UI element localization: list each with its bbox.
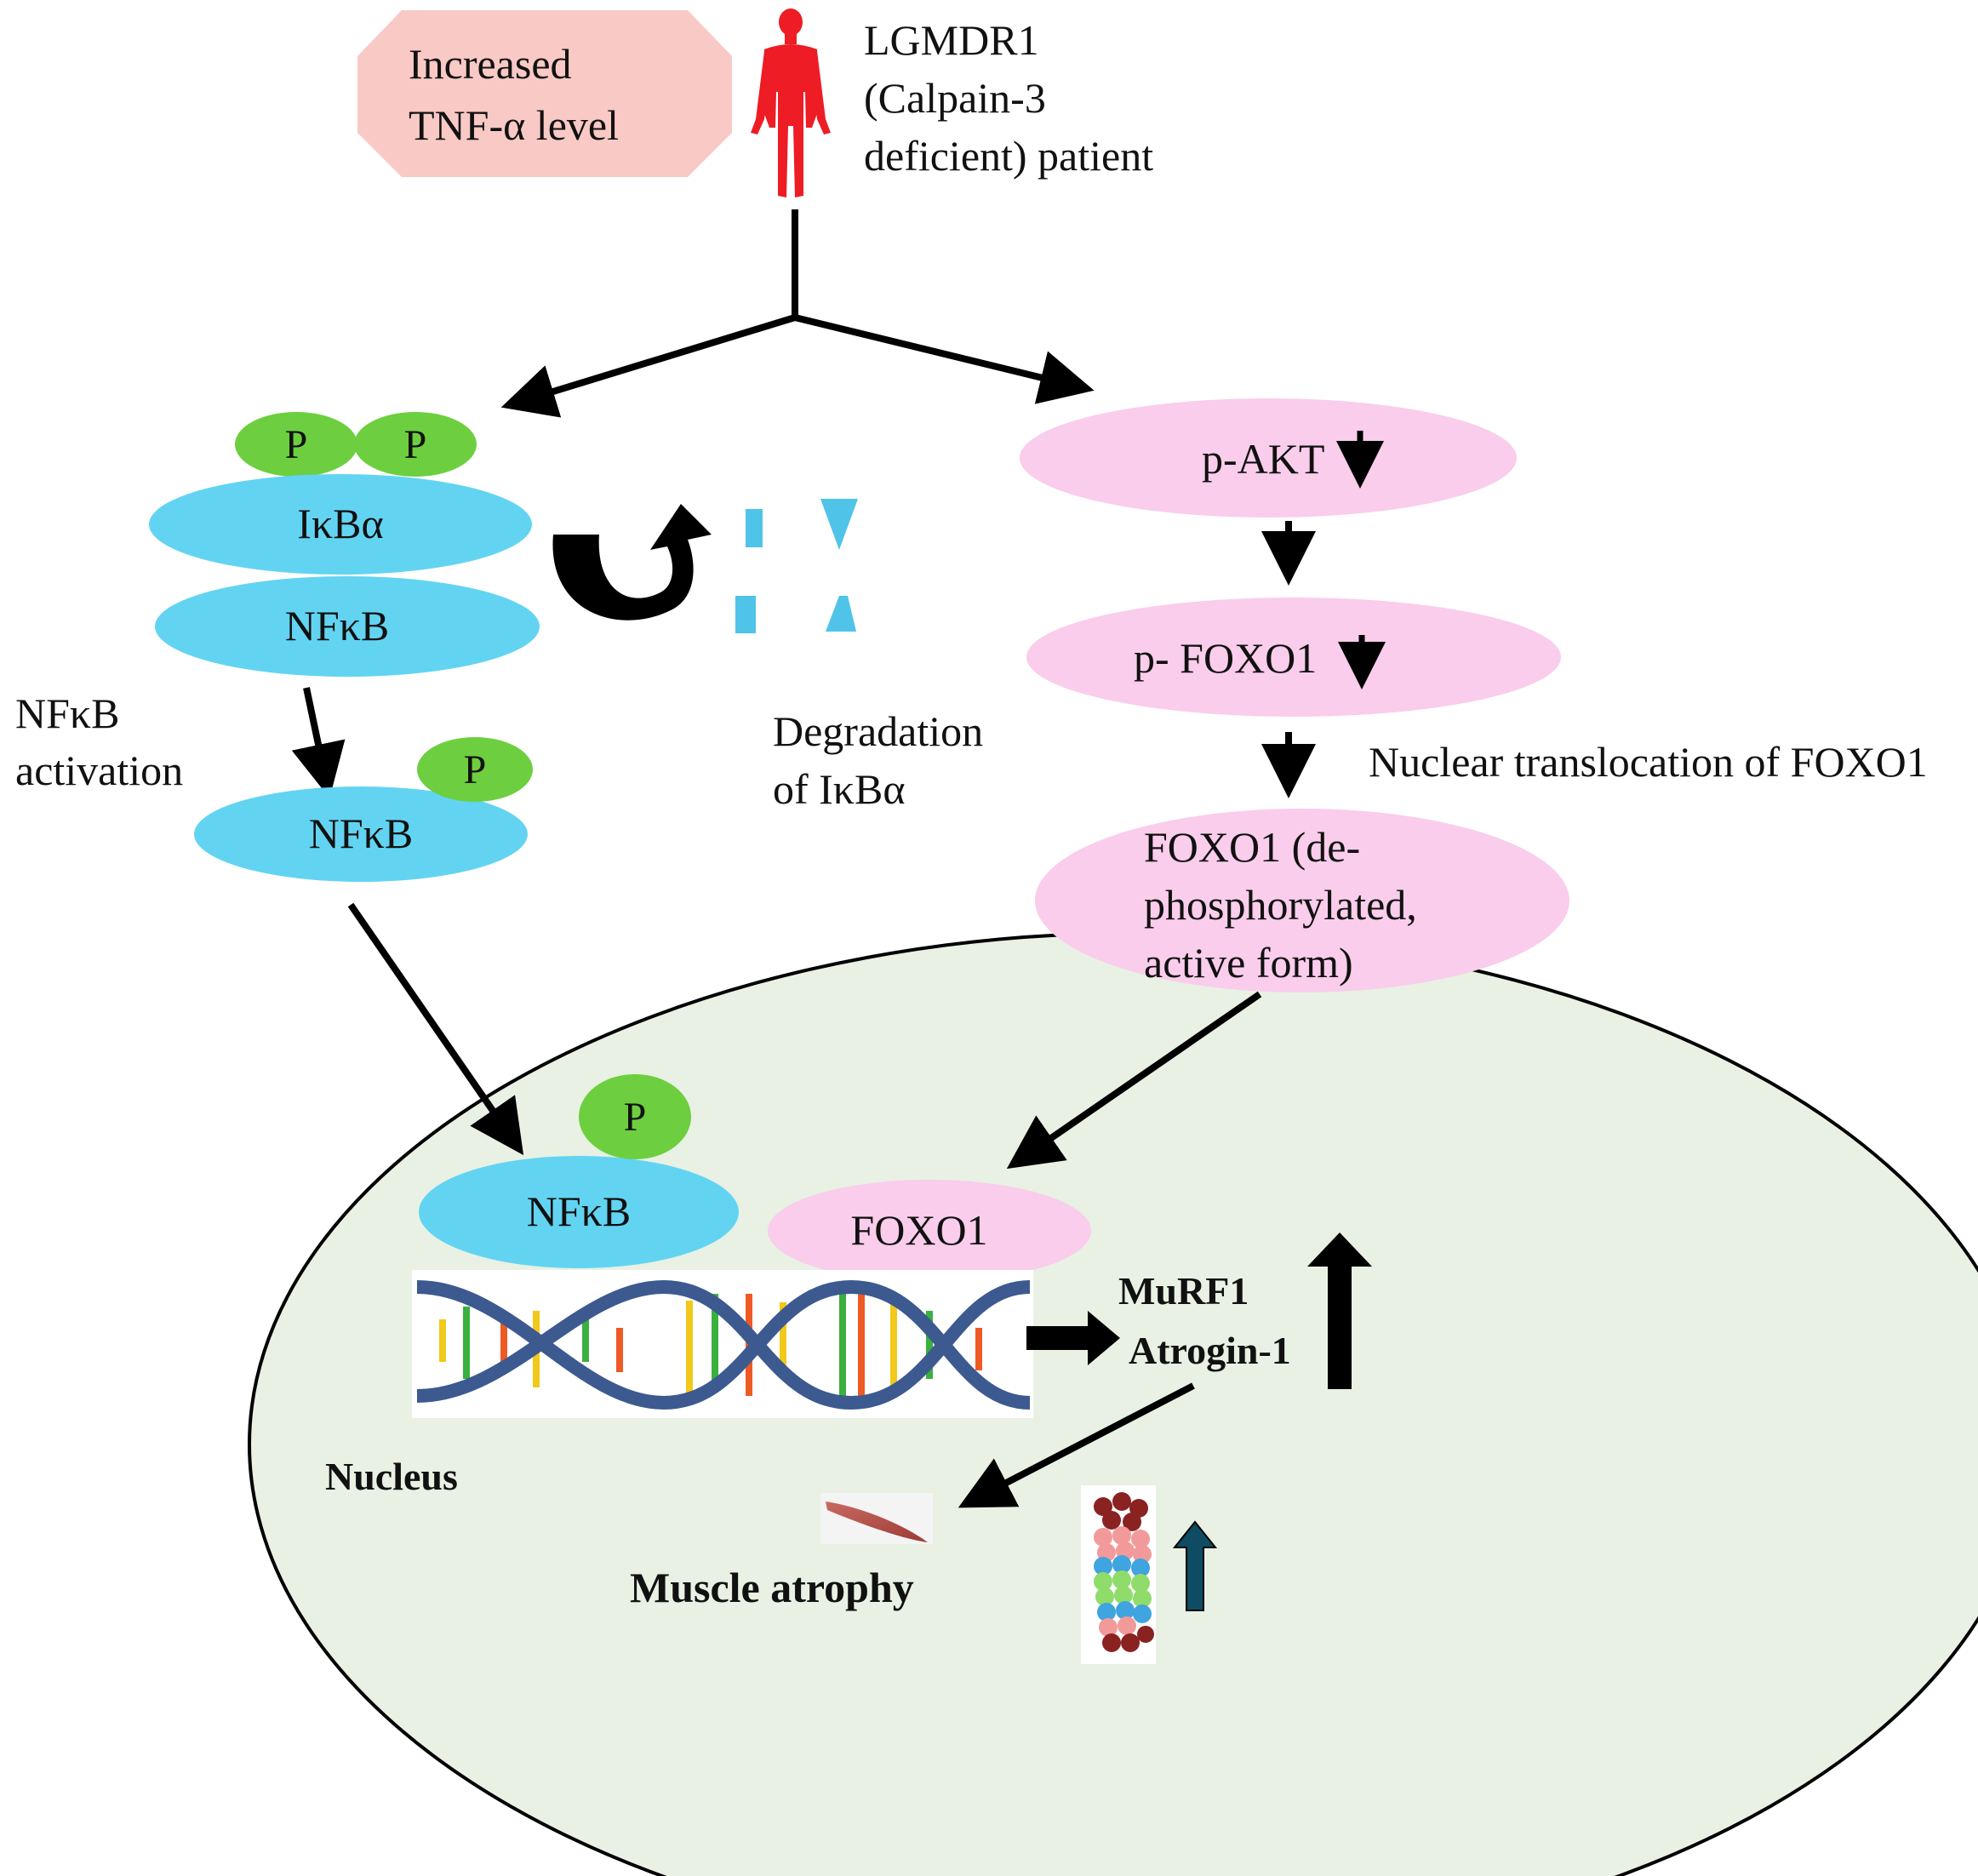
phospho-circle xyxy=(354,412,477,477)
pakt-label: p-AKT xyxy=(1202,435,1324,483)
nfkb-label: NFκB xyxy=(309,809,413,857)
nucleus-phospho-label: P xyxy=(624,1095,647,1140)
ikba-label: IκBα xyxy=(297,500,383,547)
active-foxo1-label-line2: phosphorylated, xyxy=(1144,881,1417,929)
proteasome-icon xyxy=(1081,1485,1156,1664)
tnf-label-line1: Increased xyxy=(409,40,572,88)
nfkb-ellipse xyxy=(155,576,540,677)
active-foxo1-ellipse xyxy=(1035,809,1569,992)
translocation-label: Nuclear translocation of FOXO1 xyxy=(1369,738,1928,786)
phospho-circle xyxy=(235,412,357,477)
nucleus-nfkb-ellipse xyxy=(419,1156,739,1268)
genes-label-line1: MuRF1 xyxy=(1118,1269,1249,1313)
nfkb-ellipse xyxy=(194,786,528,882)
pfoxo1-label: p- FOXO1 xyxy=(1134,634,1317,682)
phospho-label: P xyxy=(464,747,487,792)
curved-arrow-icon xyxy=(552,504,712,621)
phospho-label: P xyxy=(285,422,308,467)
activation-label-line2: activation xyxy=(15,746,183,794)
tnf-label-line2: TNF-α level xyxy=(409,101,619,149)
dna-helix-icon xyxy=(412,1270,1033,1418)
atrophy-arrow xyxy=(958,1382,1195,1508)
degradation-label-line1: Degradation xyxy=(773,707,983,755)
nucleus-nfkb-label: NFκB xyxy=(527,1187,631,1235)
activation-label-line1: NFκB xyxy=(15,689,119,737)
pakt-ellipse xyxy=(1020,398,1517,518)
patient-label-line3: deficient) patient xyxy=(864,132,1153,180)
active-foxo1-label-line3: active form) xyxy=(1144,939,1353,987)
expression-arrow xyxy=(1026,1311,1120,1365)
nucleus-foxo1-label: FOXO1 xyxy=(850,1206,987,1254)
patient-label-line1: LGMDR1 xyxy=(864,16,1039,64)
active-foxo1-label-line1: FOXO1 (de- xyxy=(1144,823,1360,871)
ikba-ellipse xyxy=(149,474,532,575)
phospho-label: P xyxy=(404,422,427,467)
branch-connector xyxy=(500,209,1095,418)
nfkb-translocation-arrow xyxy=(347,902,524,1156)
degraded-protein-icon xyxy=(735,499,858,633)
muscle-atrophy-label: Muscle atrophy xyxy=(630,1564,914,1611)
degradation-label-line2: of IκBα xyxy=(773,765,906,813)
nucleus-foxo1-ellipse xyxy=(768,1180,1091,1282)
human-figure-icon xyxy=(751,9,831,197)
nfkb-label: NFκB xyxy=(285,602,389,649)
pfoxo1-ellipse xyxy=(1026,598,1561,717)
upregulation-arrow xyxy=(1307,1233,1372,1389)
foxo1-translocation-arrow xyxy=(1006,991,1262,1170)
phospho-circle xyxy=(417,737,533,802)
activation-arrow xyxy=(291,687,346,798)
genes-label-line2: Atrogin-1 xyxy=(1129,1329,1291,1372)
muscle-fiber-icon xyxy=(820,1493,933,1544)
nucleus-label: Nucleus xyxy=(325,1455,458,1498)
nucleus-phospho-circle xyxy=(579,1074,691,1159)
tnf-box xyxy=(357,10,732,177)
proteasome-increase-arrow xyxy=(1172,1520,1218,1611)
patient-label-line2: (Calpain-3 xyxy=(864,74,1046,122)
